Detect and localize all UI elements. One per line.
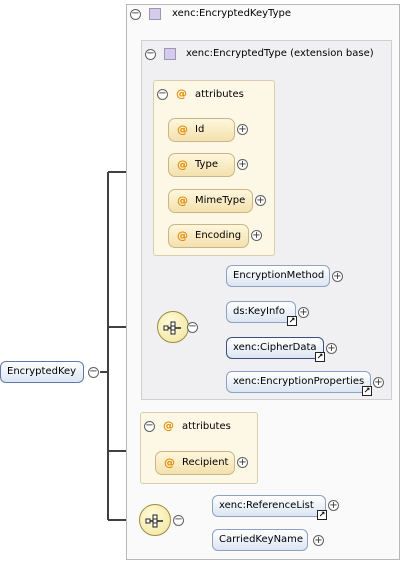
attribute-label: Recipient	[182, 457, 229, 468]
complex-type-icon	[149, 8, 161, 20]
base-attributes-collapse-toggle[interactable]: −	[157, 88, 168, 100]
sequence-symbol	[163, 321, 181, 335]
attribute-label: Id	[195, 124, 205, 135]
attribute-mimetype-expand[interactable]: +	[255, 195, 266, 206]
attribute-marker-icon: @	[164, 456, 175, 469]
root-element-encryptedkey[interactable]: EncryptedKey	[0, 361, 84, 383]
element-xenc-cipherdata[interactable]: xenc:CipherData	[226, 337, 324, 359]
attribute-encoding-expand[interactable]: +	[251, 230, 262, 241]
base-type-collapse-toggle[interactable]: −	[145, 48, 156, 60]
attribute-encoding[interactable]: @ Encoding	[168, 224, 249, 248]
attribute-recipient[interactable]: @ Recipient	[155, 451, 235, 475]
base-sequence-collapse-toggle[interactable]: −	[187, 321, 198, 333]
reference-arrow-icon: ↗	[362, 386, 372, 396]
attribute-marker-icon: @	[177, 194, 188, 207]
element-encryptionmethod[interactable]: EncryptionMethod	[226, 265, 330, 287]
reference-arrow-icon: ↗	[315, 352, 325, 362]
attribute-id[interactable]: @ Id	[168, 118, 235, 142]
attribute-id-expand[interactable]: +	[237, 124, 248, 135]
own-sequence-collapse-toggle[interactable]: −	[173, 514, 184, 526]
attribute-label: MimeType	[195, 195, 246, 206]
reference-arrow-icon: ↗	[317, 510, 327, 520]
own-attributes-collapse-toggle[interactable]: −	[144, 420, 155, 432]
element-xenc-cipherdata-expand[interactable]: +	[326, 343, 337, 354]
attribute-marker-icon: @	[177, 158, 188, 171]
complex-type-label: xenc:EncryptedKeyType	[172, 8, 292, 19]
complex-type-collapse-toggle[interactable]: −	[130, 8, 141, 20]
attribute-mimetype[interactable]: @ MimeType	[168, 189, 253, 213]
attribute-type[interactable]: @ Type	[168, 153, 235, 177]
attribute-type-expand[interactable]: +	[237, 159, 248, 170]
attributes-marker-icon: @	[176, 87, 187, 100]
root-collapse-toggle[interactable]: −	[88, 366, 99, 378]
attribute-marker-icon: @	[177, 229, 188, 242]
own-sequence-compositor-icon[interactable]	[139, 504, 171, 536]
attributes-marker-icon: @	[163, 419, 174, 432]
base-type-icon	[164, 48, 176, 60]
element-xenc-referencelist[interactable]: xenc:ReferenceList	[212, 495, 326, 517]
element-carriedkeyname-expand[interactable]: +	[313, 535, 324, 546]
element-xenc-encryptionproperties-expand[interactable]: +	[373, 377, 384, 388]
element-xenc-encryptionproperties[interactable]: xenc:EncryptionProperties	[226, 371, 371, 393]
base-sequence-compositor-icon[interactable]	[157, 311, 189, 343]
base-attributes-header: attributes	[195, 89, 244, 100]
attribute-marker-icon: @	[177, 123, 188, 136]
element-xenc-referencelist-expand[interactable]: +	[328, 500, 339, 511]
attribute-label: Encoding	[195, 230, 242, 241]
attribute-label: Type	[195, 159, 218, 170]
base-type-label: xenc:EncryptedType (extension base)	[186, 48, 374, 59]
connector-root-trunk	[100, 172, 109, 520]
element-ds-keyinfo[interactable]: ds:KeyInfo	[226, 301, 296, 323]
own-attributes-header: attributes	[182, 421, 231, 432]
sequence-symbol	[145, 514, 163, 528]
element-ds-keyinfo-expand[interactable]: +	[298, 307, 309, 318]
element-carriedkeyname[interactable]: CarriedKeyName	[212, 529, 308, 551]
attribute-recipient-expand[interactable]: +	[237, 457, 248, 468]
reference-arrow-icon: ↗	[287, 316, 297, 326]
element-encryptionmethod-expand[interactable]: +	[332, 271, 343, 282]
